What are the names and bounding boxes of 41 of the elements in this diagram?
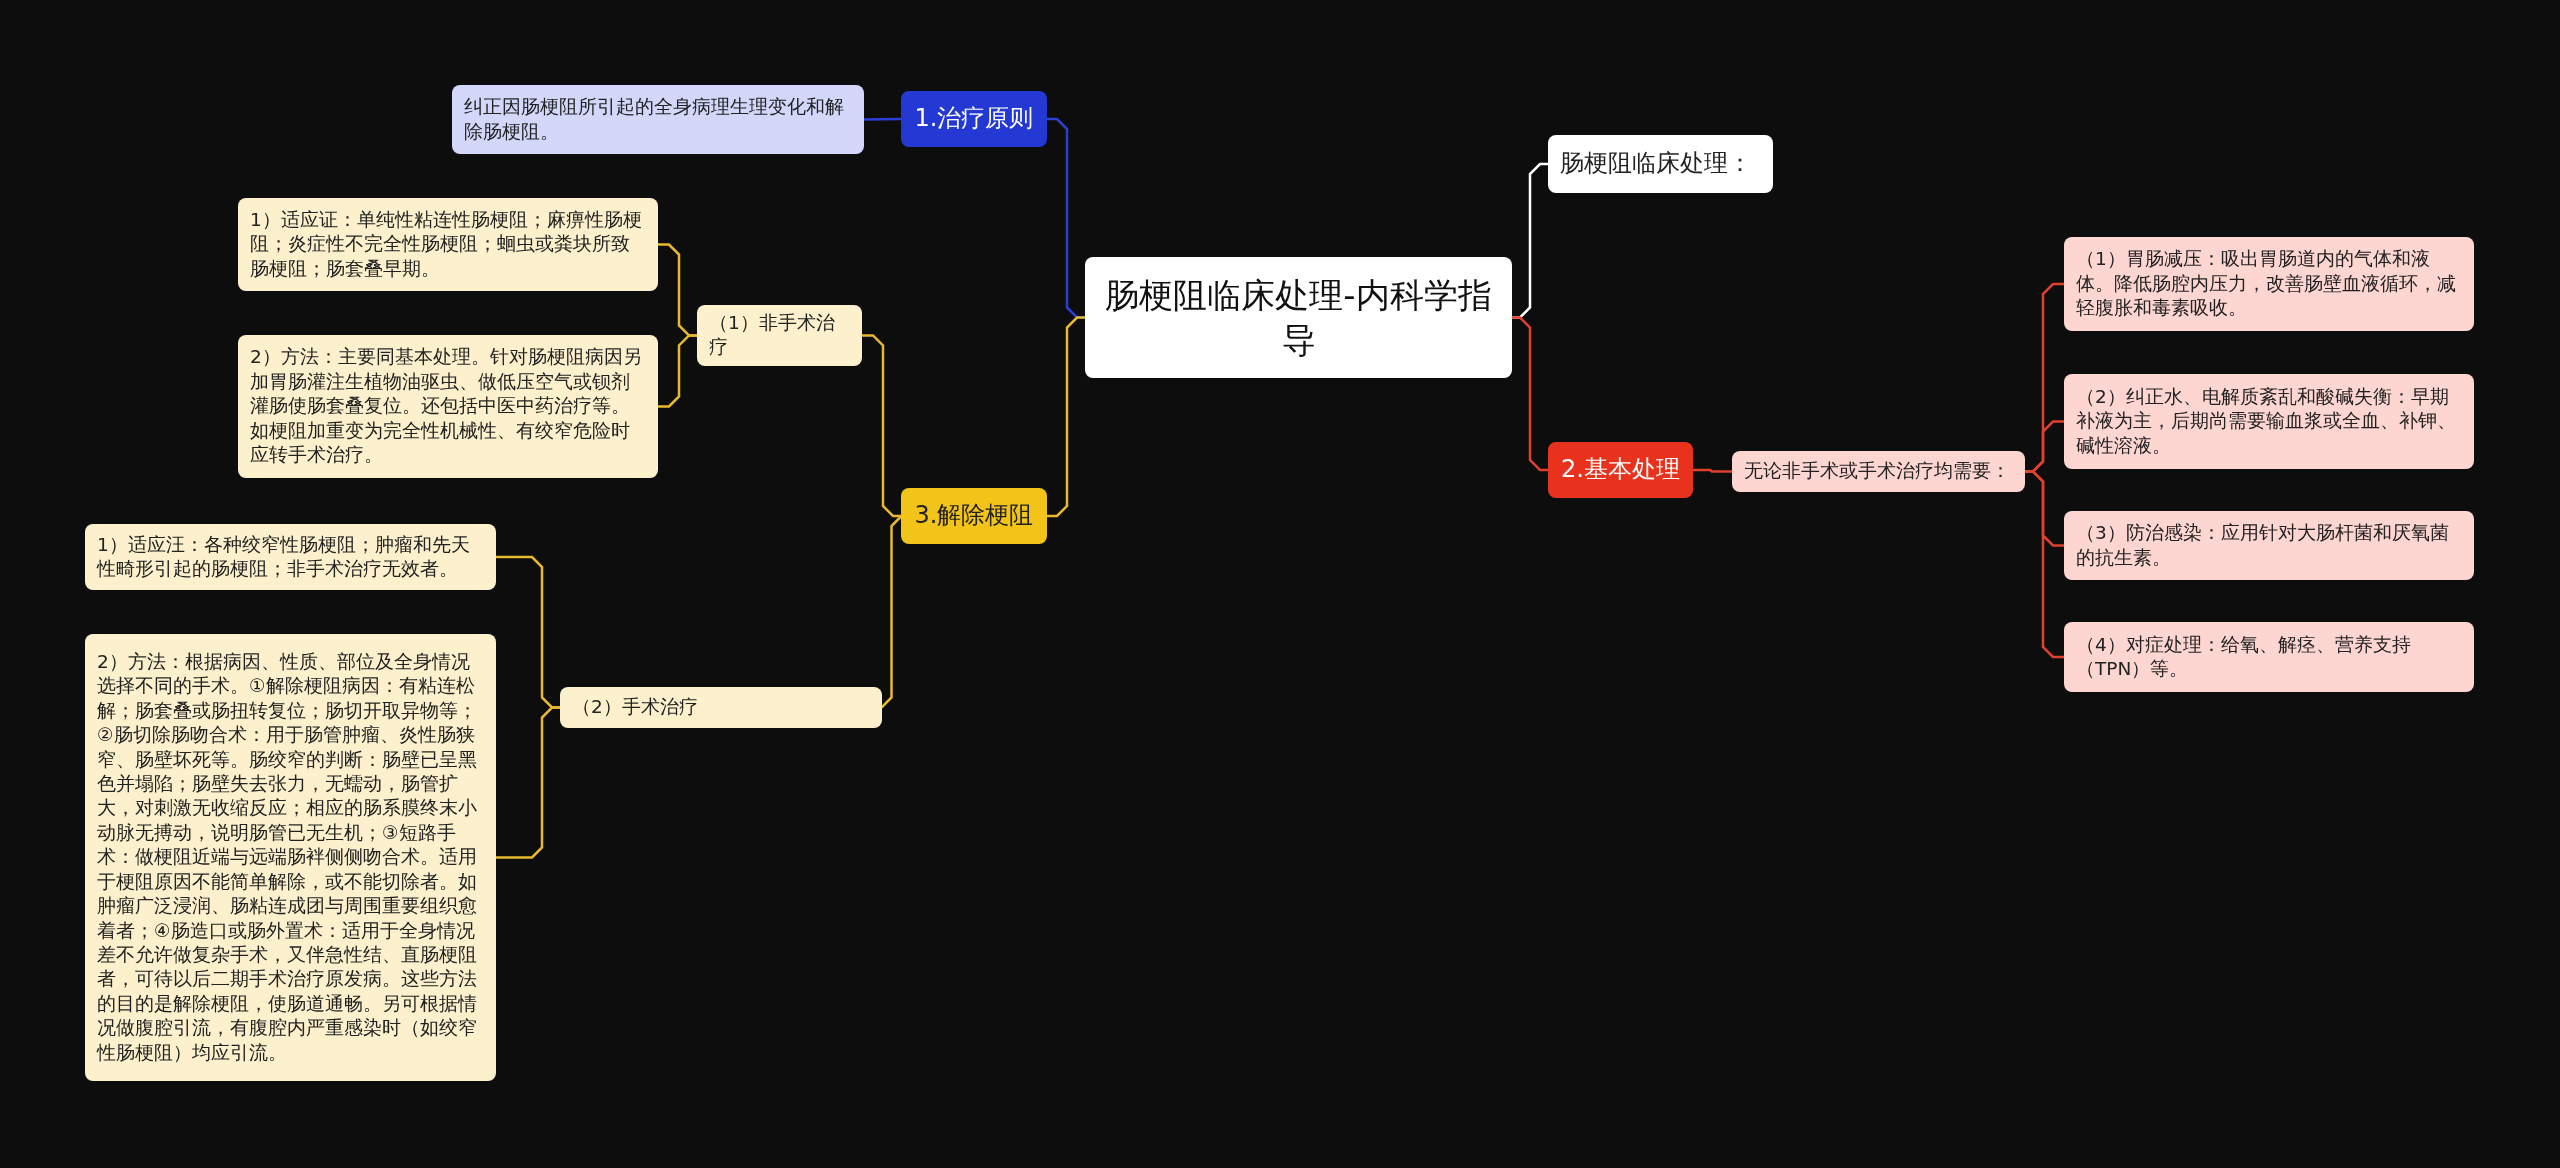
topic-text: 2）方法：根据病因、性质、部位及全身情况选择不同的手术。①解除梗阻病因：有粘连松解；肠套叠或肠扭转复位；肠切开取异物等；②肠切除肠吻合术：用于肠管肿瘤、炎性肠狭窄、肠壁坏死等。肠绞窄的判断：肠壁已呈黑色并塌陷；肠壁失去张力，无蠕动，肠管扩大，对刺激无收缩反应；相应的肠系膜终末小动脉无搏动，说明肠管已无生机；③短路手术：做梗阻近端与远端肠袢侧侧吻合术。适用于梗阻原因不能简单解除，或不能切除者。如肿瘤广泛浸润、肠粘连成团与周围重要组织愈着者；④肠造口或肠外置术：适用于全身情况差不允许做复杂手术，又伴急性结、直肠梗阻者，可待以后二期手术治疗原发病。这些方法的目的是解除梗阻，使肠道通畅。另可根据情况做腹腔引流，有腹腔内严重感染时（如绞窄性肠梗阻）均应引流。: [97, 650, 478, 1065]
subtopic-box: [2064, 374, 2474, 469]
subtopic-box: [1732, 451, 2025, 492]
topic-text: 纠正因肠梗阻所引起的全身病理生理变化和解除肠梗阻。: [464, 95, 845, 144]
subtopic-box: [697, 305, 862, 366]
topic-text: （1）非手术治疗: [709, 311, 836, 360]
connector-line: [1047, 316, 1085, 518]
topic-text: （1）胃肠减压：吸出胃肠道内的气体和液体。降低肠腔内压力，改善肠壁血液循环，减轻腹胀和毒素吸收。: [2076, 247, 2457, 321]
connector-line: [1512, 316, 1548, 472]
subtopic-box: [2064, 237, 2474, 331]
connector-line: [862, 334, 901, 518]
subtopic-box: [238, 335, 658, 478]
connector-line: [496, 706, 560, 859]
topic-text: 1）适应证：单纯性粘连性肠梗阻；麻痹性肠梗阻；炎症性不完全性肠梗阻；蛔虫或粪块所致肠梗阻；肠套叠早期。: [250, 207, 643, 281]
subtopic-box: [2064, 622, 2474, 692]
subtopic-box: [2064, 511, 2474, 580]
topic-text: （2）手术治疗: [572, 695, 699, 720]
subtopic-box: [560, 687, 882, 728]
topic-text: （3）防治感染：应用针对大肠杆菌和厌氧菌的抗生素。: [2076, 521, 2450, 570]
connector-line: [1693, 468, 1732, 473]
subtopic-box: [85, 524, 496, 590]
subtopic-box: [238, 198, 658, 291]
topic-text: 1）适应汪：各种绞窄性肠梗阻；肿瘤和先天性畸形引起的肠梗阻；非手术治疗无效者。: [97, 532, 471, 581]
connector-line: [658, 334, 697, 408]
branch-topic-box: [901, 488, 1047, 544]
topic-text: 肠梗阻临床处理：: [1560, 148, 1753, 180]
connector-line: [2025, 470, 2064, 659]
topic-text: （2）纠正水、电解质紊乱和酸碱失衡：早期补液为主，后期尚需要输血浆或全血、补钾、碱性溶液。: [2076, 384, 2457, 458]
topic-text: 2）方法：主要同基本处理。针对肠梗阻病因另加胃肠灌注生植物油驱虫、做低压空气或钡剂灌肠使肠套叠复位。还包括中医中药治疗等。如梗阻加重变为完全性机械性、有绞窄危险时应转手术治疗。: [250, 345, 643, 468]
subtopic-box: [452, 85, 864, 154]
topic-text: 无论非手术或手术治疗均需要：: [1744, 459, 2011, 484]
branch-topic-box: [1548, 442, 1693, 498]
topic-text: 3.解除梗阻: [913, 500, 1035, 532]
topic-text: 2.基本处理: [1560, 454, 1681, 486]
topic-text: （4）对症处理：给氧、解痉、营养支持（TPN）等。: [2076, 632, 2412, 681]
branch-topic-box: [901, 91, 1047, 147]
connector-line: [864, 117, 901, 121]
topic-text: 肠梗阻临床处理-内科学指导: [1104, 273, 1493, 362]
topic-text: 1.治疗原则: [913, 103, 1035, 135]
subtopic-box: [1548, 135, 1773, 193]
root-topic-box: [1085, 257, 1512, 378]
